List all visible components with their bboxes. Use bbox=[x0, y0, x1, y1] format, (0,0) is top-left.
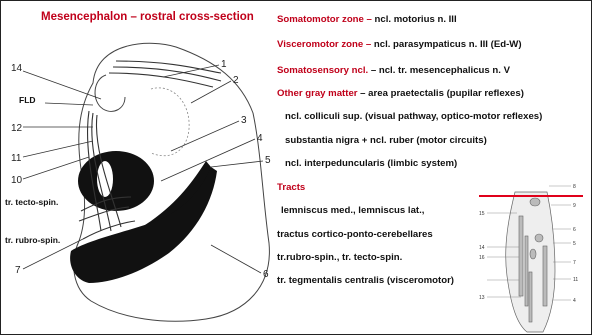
row-tegmentalis: tr. tegmentalis centralis (visceromotor) bbox=[277, 275, 454, 286]
inset-label-16: 16 bbox=[479, 255, 485, 261]
mesencephalon-diagram: 1 2 3 4 5 6 7 10 11 12 14 bbox=[1, 1, 281, 335]
label-tecto-spin: tr. tecto-spin. bbox=[5, 197, 58, 207]
label-1: 1 bbox=[221, 59, 227, 70]
row-colliculi: ncl. colliculi sup. (visual pathway, opt… bbox=[285, 111, 542, 122]
label-14: 14 bbox=[11, 63, 23, 74]
row-rubro-tecto: tr.rubro-spin., tr. tecto-spin. bbox=[277, 252, 402, 263]
label-4: 4 bbox=[257, 133, 263, 144]
brainstem-inset: 15 14 16 13 8 9 6 5 7 11 4 bbox=[473, 176, 589, 334]
label-5: 5 bbox=[265, 155, 271, 166]
row-lemniscus: lemniscus med., lemniscus lat., bbox=[281, 205, 424, 216]
inset-label-4: 4 bbox=[573, 298, 576, 304]
row-somatosensory: Somatosensory ncl. – ncl. tr. mesencepha… bbox=[277, 65, 510, 76]
inset-label-11: 11 bbox=[573, 277, 578, 283]
inset-label-14: 14 bbox=[479, 245, 485, 251]
row-other-gray: Other gray matter – area praetectalis (p… bbox=[277, 88, 524, 99]
row-interpeduncular: ncl. interpeduncularis (limbic system) bbox=[285, 158, 457, 169]
label-fld: FLD bbox=[19, 95, 36, 105]
label-rubro-spin: tr. rubro-spin. bbox=[5, 235, 60, 245]
row-nigra: substantia nigra + ncl. ruber (motor cir… bbox=[285, 135, 487, 146]
inset-label-13: 13 bbox=[479, 295, 485, 301]
aqueduct bbox=[95, 75, 125, 111]
row-cortico-ponto: tractus cortico-ponto-cerebellares bbox=[277, 229, 433, 240]
label-3: 3 bbox=[241, 115, 247, 126]
label-6: 6 bbox=[263, 269, 269, 280]
inset-label-9: 9 bbox=[573, 203, 576, 209]
inset-label-7: 7 bbox=[573, 260, 576, 266]
row-somatomotor: Somatomotor zone – ncl. motorius n. III bbox=[277, 14, 457, 25]
inset-label-8: 8 bbox=[573, 184, 576, 190]
row-visceromotor: Visceromotor zone – ncl. parasympaticus … bbox=[277, 39, 522, 50]
label-7: 7 bbox=[15, 265, 21, 276]
inset-label-6: 6 bbox=[573, 227, 576, 233]
label-11: 11 bbox=[11, 153, 22, 164]
label-12: 12 bbox=[11, 123, 23, 134]
row-tracts-heading: Tracts bbox=[277, 182, 305, 193]
label-2: 2 bbox=[233, 75, 239, 86]
inset-label-5: 5 bbox=[573, 241, 576, 247]
label-10: 10 bbox=[11, 175, 23, 186]
inset-label-15: 15 bbox=[479, 211, 485, 217]
